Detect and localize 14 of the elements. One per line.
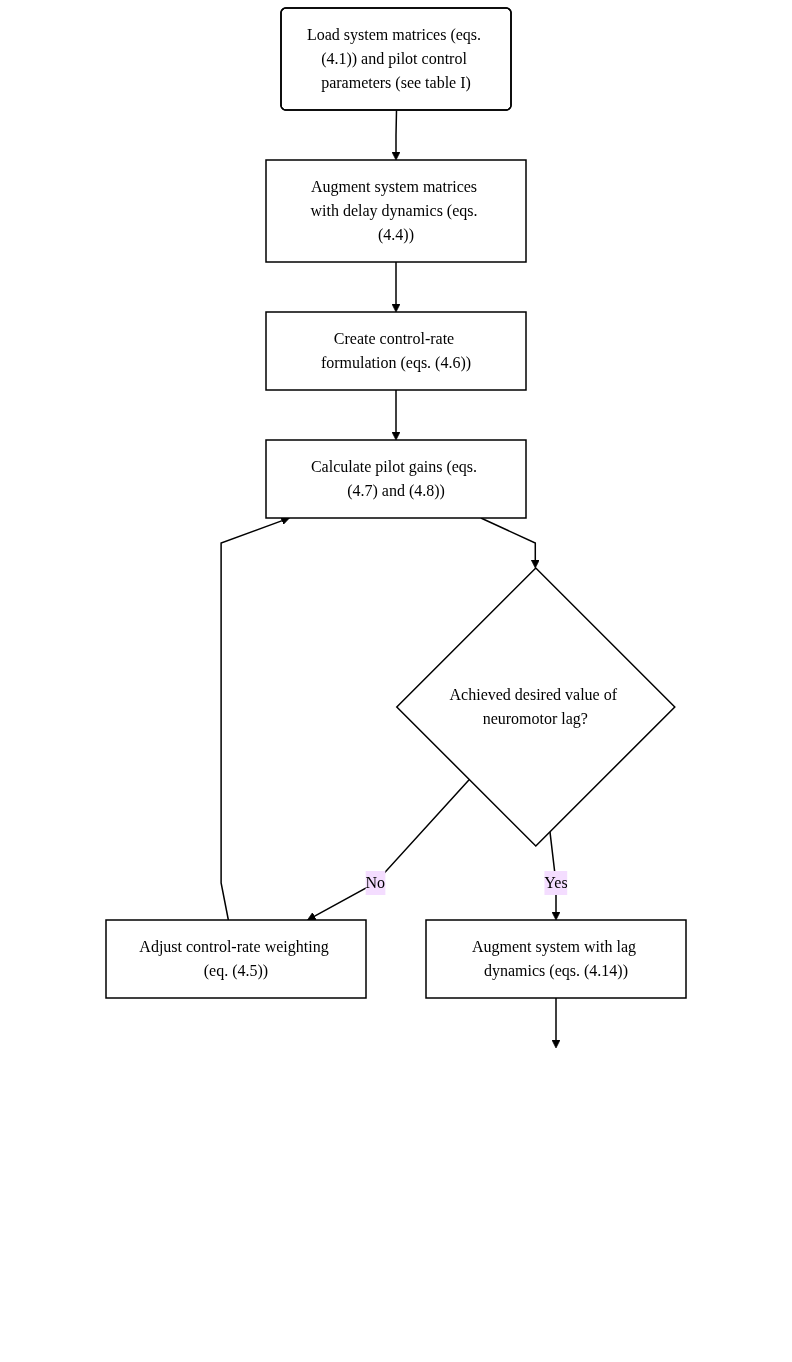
edge-label: Yes xyxy=(544,874,568,891)
node-box: Augment system matrices with delay dynamics (eqs. (4.4)) xyxy=(265,159,527,263)
arrow xyxy=(551,997,561,1049)
node-box: Calculate pilot gains (eqs. (4.7) and (4.8)) xyxy=(265,439,527,519)
arrow xyxy=(480,517,540,569)
node-box: Augment system with lag dynamics (eqs. (4.14)) xyxy=(425,919,687,999)
node-box: Create control-rate formulation (eqs. (4.6)) xyxy=(265,311,527,391)
arrow xyxy=(307,779,470,921)
arrow xyxy=(391,261,401,313)
node-diamond: Achieved desired value of neuromotor lag? xyxy=(395,566,676,848)
arrow xyxy=(391,109,401,161)
arrow xyxy=(391,389,401,441)
node-box: Adjust control-rate weighting (eq. (4.5)) xyxy=(105,919,367,999)
edge-label: No xyxy=(365,874,386,891)
